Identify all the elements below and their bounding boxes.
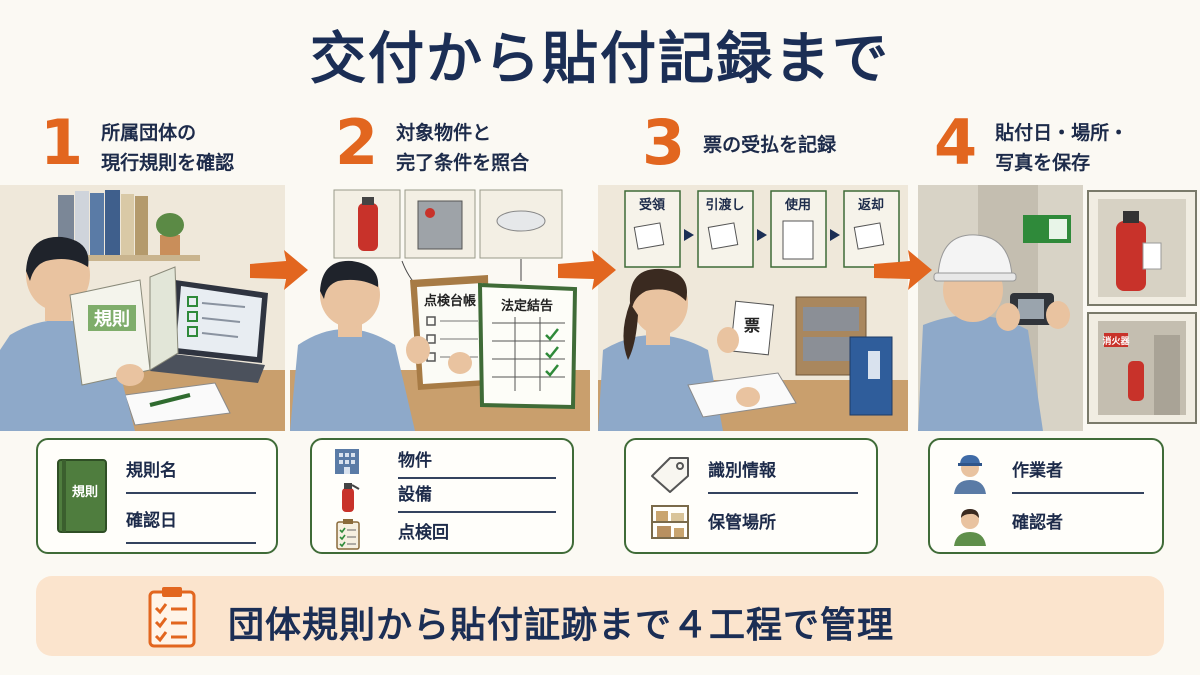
flow-handover: 引渡し xyxy=(697,190,754,268)
step-2-title: 対象物件と 完了条件を照合 xyxy=(396,122,530,174)
step-1-title: 所属団体の 現行規則を確認 xyxy=(101,122,235,174)
summary-banner: 団体規則から貼付証跡まで４工程で管理 xyxy=(36,576,1164,656)
step-4-number: 4 xyxy=(934,106,978,179)
ticket-label: 票 xyxy=(744,316,760,335)
arrow-right-icon xyxy=(250,250,308,290)
step-4-heading: 4 貼付日・場所・ 写真を保存 xyxy=(934,110,1128,178)
step-3-card: 識別情報 保管場所 xyxy=(624,438,878,554)
ledger-title: 点検台帳 xyxy=(424,293,476,309)
step-3-illustration: 受領 引渡し 使用 返却 xyxy=(598,185,908,431)
step-2-heading: 2 対象物件と 完了条件を照合 xyxy=(335,110,529,178)
rulebook-icon: 規則 xyxy=(57,459,107,533)
step-4-card: 作業者 確認者 xyxy=(928,438,1164,554)
extinguisher-sign: 消火器 xyxy=(1102,335,1130,347)
svg-text:引渡し: 引渡し xyxy=(705,197,744,213)
arrow-right-icon xyxy=(558,250,616,290)
field-identification: 識別情報 xyxy=(708,460,858,494)
field-inspection-round: 点検回 xyxy=(398,523,449,543)
field-rule-name: 規則名 xyxy=(126,460,256,494)
building-icon xyxy=(335,449,359,474)
checklist-clipboard-icon xyxy=(336,519,360,550)
fire-extinguisher-icon xyxy=(342,483,360,512)
tag-icon xyxy=(651,457,689,493)
step-2-card: 物件 設備 点検回 xyxy=(310,438,574,554)
step-3-title: 票の受払を記録 xyxy=(703,134,837,156)
field-check-date: 確認日 xyxy=(126,510,256,544)
confirmer-avatar-icon xyxy=(954,509,986,546)
arrow-right-icon xyxy=(874,250,932,290)
svg-text:使用: 使用 xyxy=(784,197,811,213)
flow-receive: 受領 xyxy=(624,190,681,268)
step-3-heading: 3 票の受払を記録 xyxy=(642,110,836,176)
field-property: 物件 xyxy=(398,450,556,479)
page-title: 交付から貼付記録まで xyxy=(310,27,890,92)
step-2-number: 2 xyxy=(335,106,379,179)
step-2-illustration: 点検台帳 法定結告 xyxy=(290,185,590,431)
field-worker: 作業者 xyxy=(1012,460,1144,494)
step-1-number: 1 xyxy=(40,106,84,179)
checklist-icon xyxy=(148,587,196,648)
step-4-illustration: 消火器 xyxy=(918,185,1200,431)
storage-shelf-icon xyxy=(651,505,689,539)
worker-avatar-icon xyxy=(954,455,986,494)
board-title: 法定結告 xyxy=(501,298,553,314)
step-1-card: 規則 規則名 確認日 xyxy=(36,438,278,554)
rulebook-label: 規則 xyxy=(72,485,98,500)
book-label: 規則 xyxy=(94,309,130,330)
step-1-illustration: 規則 xyxy=(0,185,285,431)
banner-text: 団体規則から貼付証跡まで４工程で管理 xyxy=(228,605,895,646)
step-1-heading: 1 所属団体の 現行規則を確認 xyxy=(40,110,234,178)
svg-text:受領: 受領 xyxy=(639,197,666,213)
step-4-title: 貼付日・場所・ 写真を保存 xyxy=(995,122,1129,174)
field-confirmer: 確認者 xyxy=(1012,513,1063,533)
flow-return: 返却 xyxy=(843,190,900,268)
svg-text:返却: 返却 xyxy=(858,197,884,213)
step-3-number: 3 xyxy=(642,106,686,179)
flow-use: 使用 xyxy=(770,190,827,268)
field-storage-location: 保管場所 xyxy=(708,513,776,533)
field-equipment: 設備 xyxy=(398,484,556,513)
